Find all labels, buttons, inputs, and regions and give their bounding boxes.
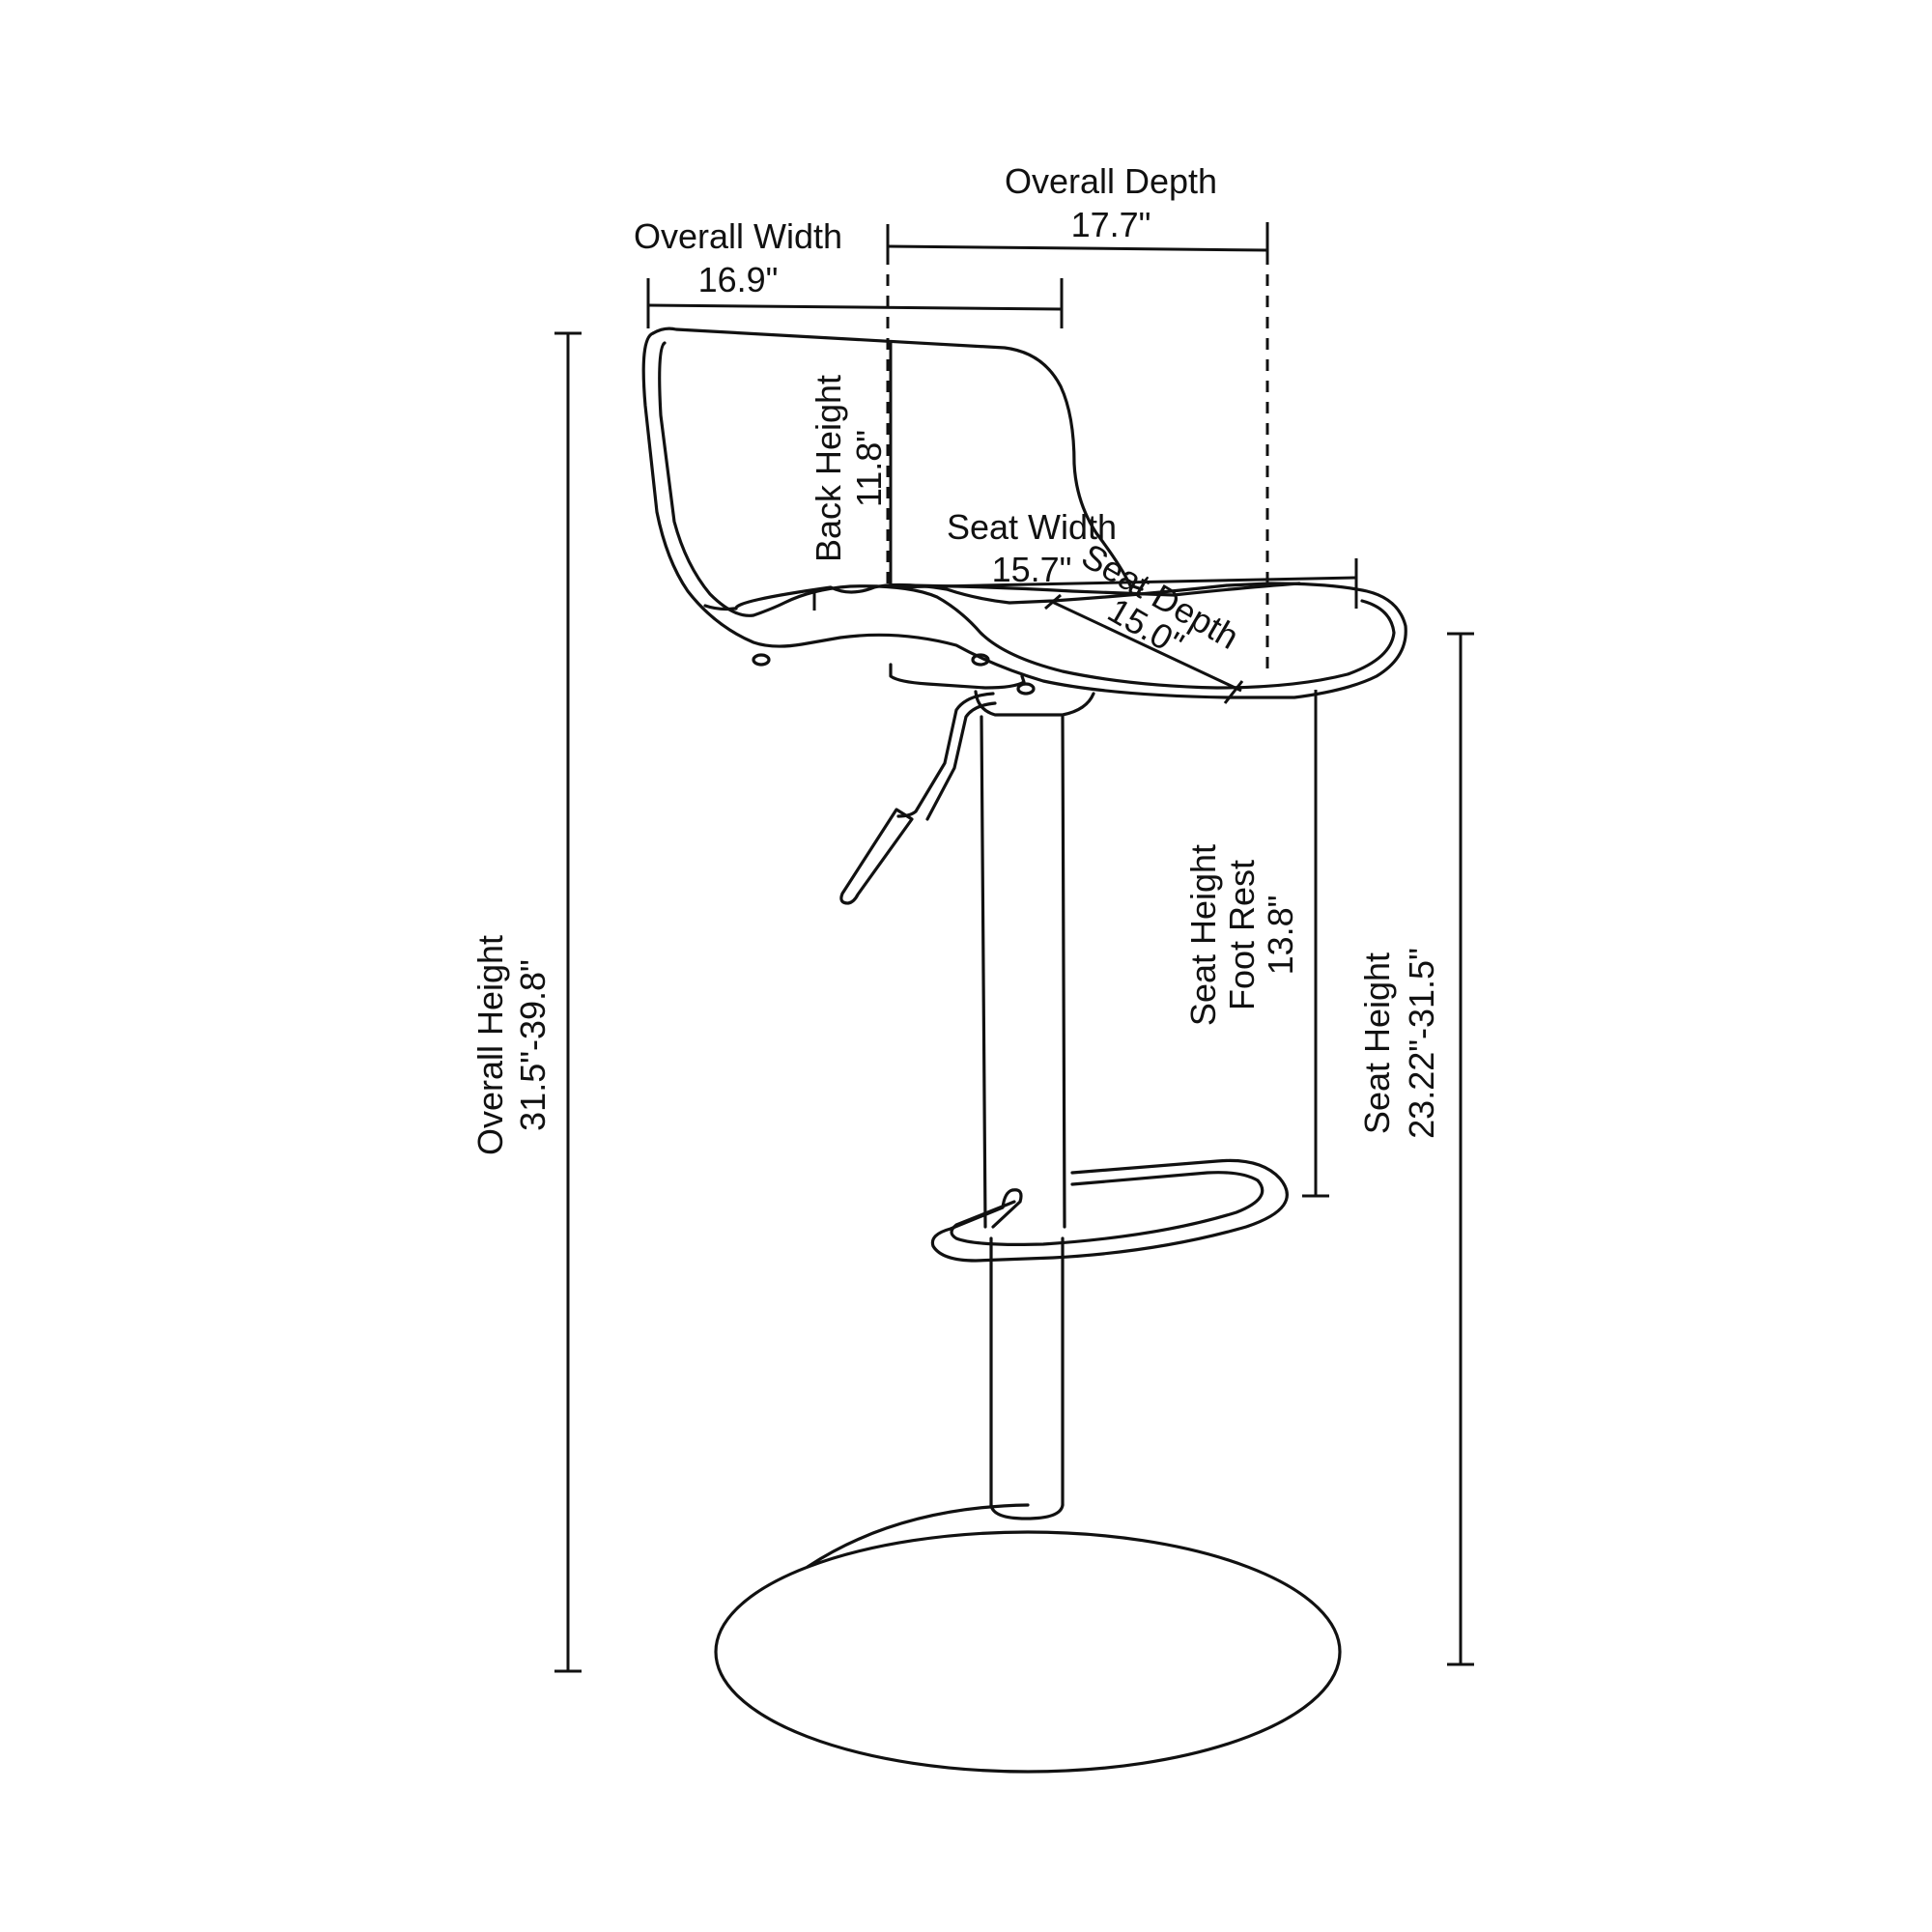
back-height-label: Back Height <box>809 375 848 562</box>
overall-width-value: 16.9" <box>698 260 779 299</box>
column-upper-right <box>1061 715 1066 1229</box>
gas-lift-lever-handle <box>839 808 914 905</box>
dimension-lines <box>554 222 1474 1673</box>
gas-lift-lever-inner <box>925 701 997 821</box>
overall-width-label: Overall Width <box>634 216 842 256</box>
seat-height-value: 23.22"-31.5" <box>1402 948 1441 1139</box>
seat-underside-bumper-left <box>752 653 771 667</box>
overall-height-label: Overall Height <box>470 935 510 1155</box>
base-disc-top-edge <box>806 1503 1030 1569</box>
seat-mechanism-housing <box>974 690 1095 717</box>
overall-width-dim-line <box>647 303 1063 311</box>
overall-depth-value: 17.7" <box>1071 205 1151 244</box>
seat-width-label: Seat Width <box>947 507 1117 547</box>
foot-rest-height-label-line2: Foot Rest <box>1222 860 1262 1010</box>
seat-mechanism-plate <box>889 663 1026 690</box>
seat-width-dim-line <box>890 576 1357 589</box>
foot-rest-height-value: 13.8" <box>1261 895 1300 976</box>
dimension-labels: Overall Depth 17.7" Overall Width 16.9" … <box>470 161 1441 1155</box>
base-disc <box>714 1530 1342 1774</box>
foot-rest-ring-inner <box>950 1171 1264 1246</box>
foot-rest-height-label-line1: Seat Height <box>1183 844 1223 1026</box>
seat-height-label: Seat Height <box>1357 952 1397 1134</box>
seat-underside-bumper-mid <box>971 653 990 667</box>
seat-width-value: 15.7" <box>992 550 1072 589</box>
gas-lift-lever <box>896 692 995 818</box>
column-base-collar <box>989 1503 1065 1520</box>
backrest-outline <box>651 327 1144 591</box>
backrest-inner-contour <box>658 341 1396 690</box>
seat-depth-tick-start <box>1044 593 1062 611</box>
seat-depth-dim-line <box>1049 599 1242 693</box>
stool-drawing <box>641 327 1407 1774</box>
overall-height-value: 31.5"-39.8" <box>513 959 553 1131</box>
overall-depth-dim-line <box>887 244 1268 252</box>
seat-depth-tick-end <box>1223 680 1244 704</box>
seat-underside-bumper-right <box>1016 682 1036 696</box>
foot-rest-ring-outer <box>930 1158 1289 1263</box>
back-height-value: 11.8" <box>849 430 889 507</box>
column-upper-left <box>980 715 987 1229</box>
overall-depth-label: Overall Depth <box>1005 161 1217 201</box>
foot-rest-connector <box>991 1188 1023 1229</box>
